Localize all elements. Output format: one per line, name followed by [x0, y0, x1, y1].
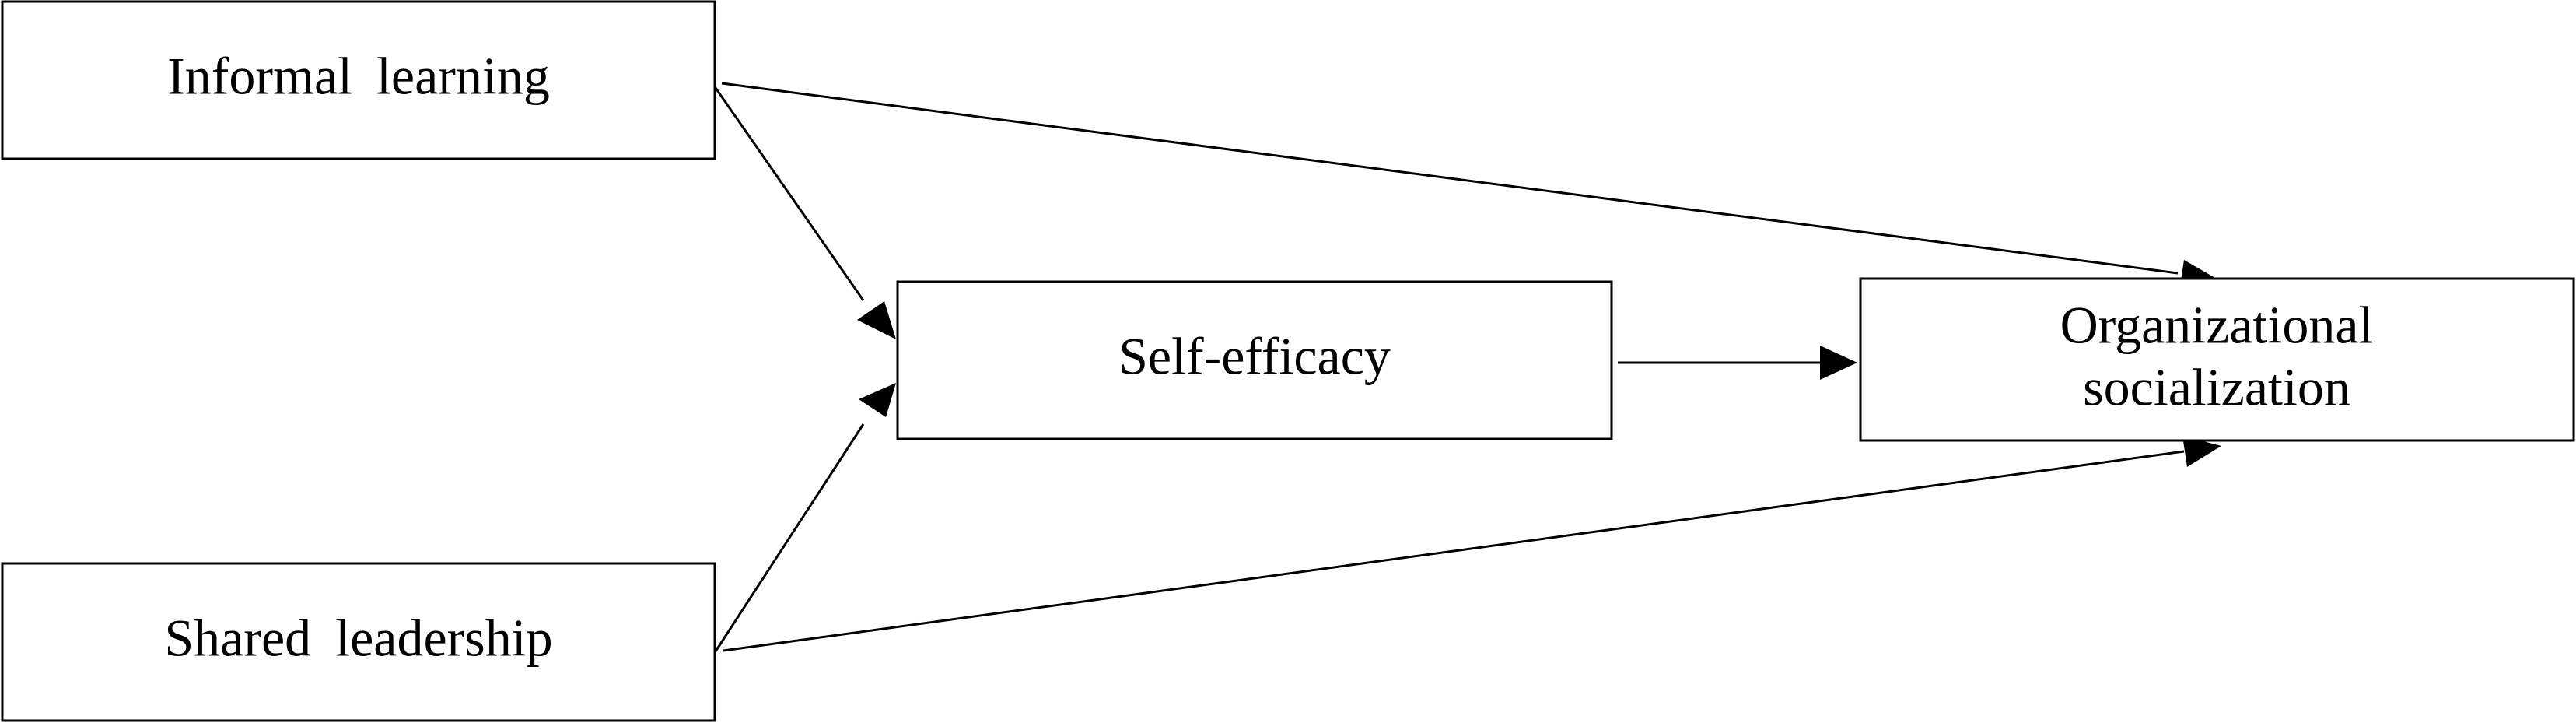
edge-informal-learning-to-self-efficacy [712, 85, 865, 301]
node-box-self-efficacy [896, 280, 1613, 440]
node-organizational-socialization: Organizational socialization [1859, 277, 2575, 442]
node-self-efficacy: Self-efficacy [896, 280, 1613, 440]
node-box-informal-learning [1, 0, 716, 160]
edge-informal-learning-to-organizational-socialization [721, 82, 2179, 275]
edge-shared-leadership-to-organizational-socialization [723, 450, 2185, 652]
arrowhead-informal-learning-to-self-efficacy [857, 301, 896, 339]
node-box-shared-leadership [1, 562, 716, 722]
arrowhead-shared-leadership-to-organizational-socialization [2182, 436, 2221, 467]
node-label-organizational-socialization-line1: Organizational [2060, 296, 2374, 355]
node-label-self-efficacy: Self-efficacy [1118, 327, 1391, 386]
node-label-shared-leadership: Shared leadership [164, 609, 552, 668]
node-label-informal-learning: Informal learning [167, 47, 550, 106]
node-shared-leadership: Shared leadership [1, 562, 716, 722]
edges [712, 82, 2221, 655]
node-informal-learning: Informal learning [1, 0, 716, 160]
edge-shared-leadership-to-self-efficacy [712, 423, 865, 655]
arrowhead-shared-leadership-to-self-efficacy [859, 383, 896, 417]
arrowhead-self-efficacy-to-organizational-socialization [1820, 346, 1857, 380]
node-label-organizational-socialization-line2: socialization [2083, 358, 2350, 417]
node-box-organizational-socialization [1859, 277, 2575, 442]
